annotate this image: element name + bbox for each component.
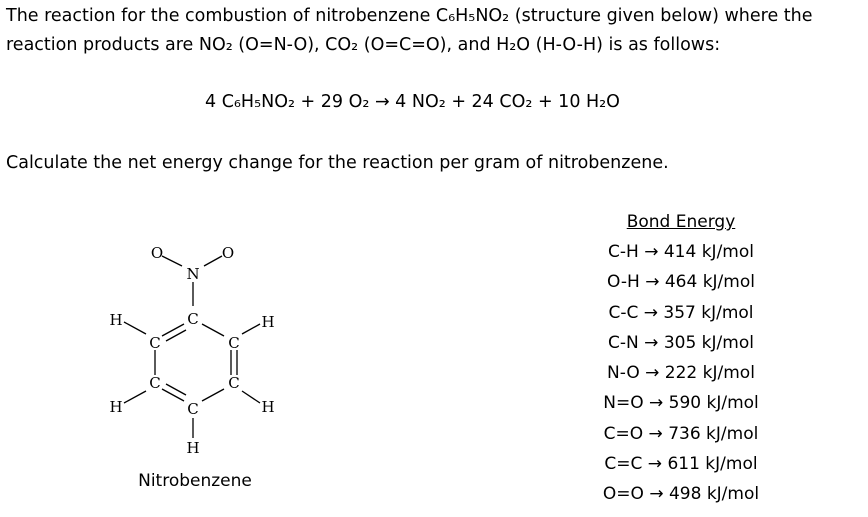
bond-ring-top-left: [161, 323, 185, 337]
atom-c-upper-left: C: [149, 334, 160, 352]
bond-n-o-left: [161, 255, 183, 267]
bond-energy-table: Bond Energy C-H → 414 kJ/mol O-H → 464 k…: [586, 207, 776, 510]
bond-energy-row: N-O → 222 kJ/mol: [607, 363, 755, 384]
problem-intro: The reaction for the combustion of nitro…: [6, 2, 868, 60]
atom-h-lower-left: H: [109, 398, 122, 416]
atom-c-lower-right: C: [228, 374, 239, 392]
bond-energy-row: O=O → 498 kJ/mol: [602, 484, 760, 505]
atom-c-bottom: C: [187, 400, 198, 418]
bond-n-o-right: [203, 255, 223, 267]
molecule-caption: Nitrobenzene: [138, 471, 252, 491]
bond-energy-row: C-H → 414 kJ/mol: [608, 242, 754, 262]
bond-c-h-lower-left: [123, 390, 147, 404]
atom-o-left: O: [151, 244, 163, 262]
bond-c-h-upper-left: [123, 321, 147, 335]
bond-energy-row: C=O → 736 kJ/mol: [603, 423, 759, 444]
intro-line-1: The reaction for the combustion of nitro…: [6, 6, 813, 26]
bond-energy-row: C=C → 611 kJ/mol: [604, 454, 758, 475]
atom-h-lower-right: H: [261, 398, 274, 416]
bond-energy-row: O-H → 464 kJ/mol: [607, 272, 755, 293]
nitrobenzene-structure-drawing: O O N C C C C C C H H H H H: [109, 244, 274, 457]
bond-energy-row: C-N → 305 kJ/mol: [608, 332, 754, 353]
bond-c-h-upper-right: [241, 323, 261, 335]
bond-energy-row: N=O → 590 kJ/mol: [603, 393, 759, 414]
nitrobenzene-structure: O O N C C C C C C H H H H H: [100, 228, 280, 468]
atom-h-upper-left: H: [109, 311, 122, 329]
atom-o-right: O: [222, 244, 234, 262]
atom-h-upper-right: H: [261, 313, 274, 331]
atom-c-upper-right: C: [228, 334, 239, 352]
bond-energy-row: C-C → 357 kJ/mol: [608, 302, 754, 323]
bond-ring-bottom-left: [161, 388, 185, 402]
intro-line-2: reaction products are NO₂ (O=N-O), CO₂ (…: [6, 35, 721, 55]
atom-c-top: C: [187, 310, 198, 328]
bond-ring-bottom-left-double: [165, 383, 187, 396]
atom-h-bottom: H: [186, 439, 199, 457]
bond-c-h-lower-right: [241, 390, 261, 404]
bond-ring-top-left-double: [165, 329, 187, 342]
bond-ring-bottom-right: [201, 388, 225, 402]
reaction-equation: 4 C₆H₅NO₂ + 29 O₂ → 4 NO₂ + 24 CO₂ + 10 …: [205, 92, 620, 112]
atom-c-lower-left: C: [149, 374, 160, 392]
question-text: Calculate the net energy change for the …: [6, 153, 669, 173]
bond-energy-title: Bond Energy: [626, 212, 736, 232]
atom-n: N: [186, 265, 199, 283]
bond-ring-top-right: [201, 323, 225, 337]
